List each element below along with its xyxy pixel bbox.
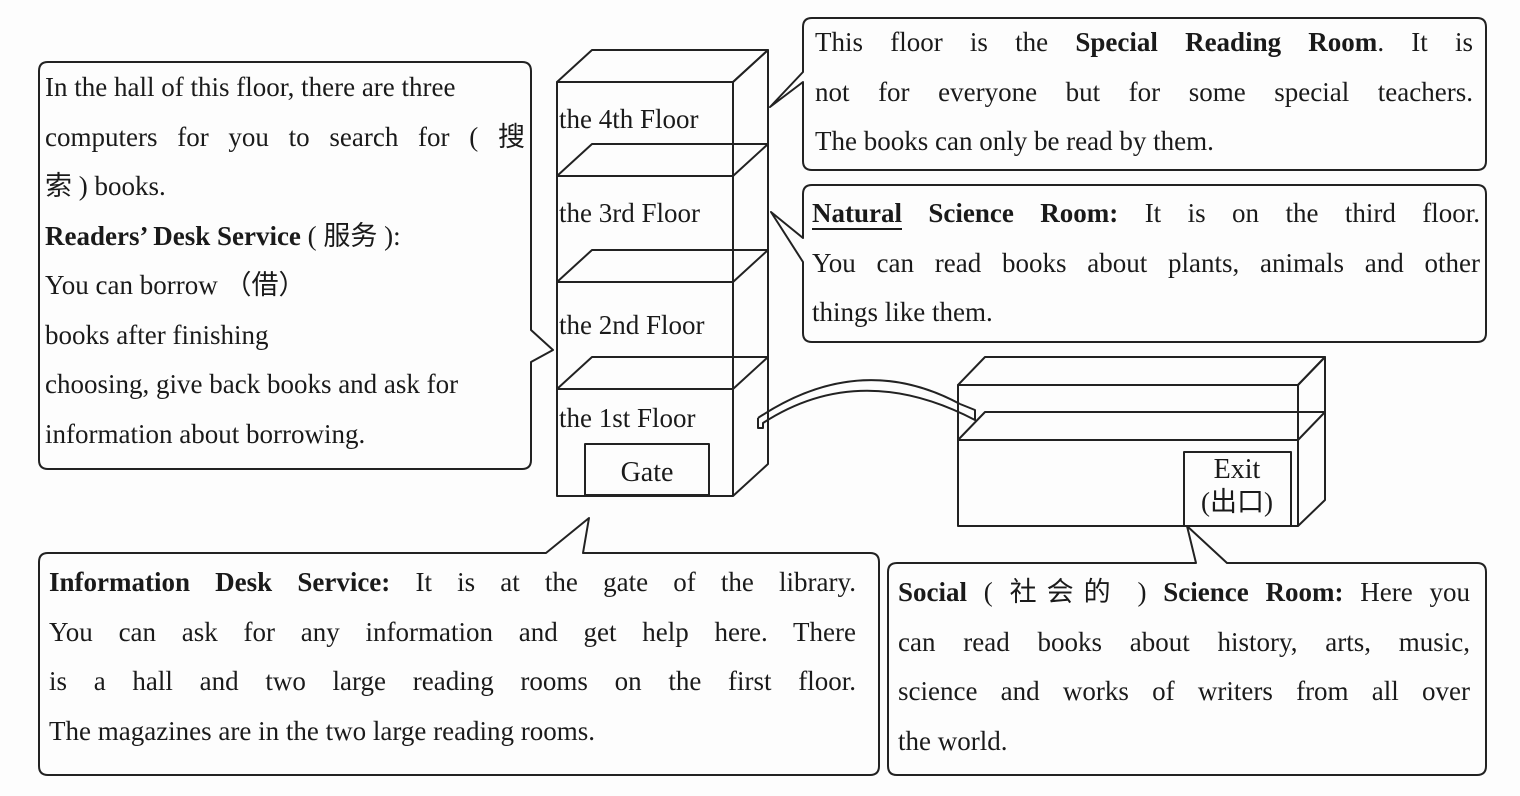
callout-left-border xyxy=(38,61,554,470)
callout-special-reading-room: This floor is the Special Reading Room. … xyxy=(815,18,1473,167)
readers-desk-title: Readers’ Desk Service xyxy=(45,220,301,251)
social-suffix: Here you xyxy=(1343,577,1470,607)
natural-title: Science Room: xyxy=(902,198,1119,228)
special-suffix: . It is xyxy=(1377,27,1473,57)
natural-line-1: Natural Science Room: It is on the third… xyxy=(812,189,1480,239)
readers-line-4: information about borrowing. xyxy=(45,418,366,449)
library-building xyxy=(556,49,769,497)
special-line-1: This floor is the Special Reading Room. … xyxy=(815,18,1473,68)
special-line-3: The books can only be read by them. xyxy=(815,126,1214,156)
callout-social-science-room: Social ( 社会的 ) Science Room: Here you ca… xyxy=(898,568,1470,766)
floor-label-2nd: the 2nd Floor xyxy=(559,310,705,340)
callout-social-border xyxy=(887,525,1487,776)
social-line-4: the world. xyxy=(898,725,1008,756)
callout-information-desk: Information Desk Service: It is at the g… xyxy=(49,558,856,756)
hall-line-2: computers for you to search for ( 搜 xyxy=(45,121,525,152)
exit-label: Exit xyxy=(1214,454,1261,485)
hall-line-1: In the hall of this floor, there are thr… xyxy=(45,72,456,102)
gate-door xyxy=(584,443,710,496)
floor-label-3rd: the 3rd Floor xyxy=(559,198,700,228)
readers-desk-heading: Readers’ Desk Service ( 服务 ): xyxy=(45,212,525,262)
readers-line-1: You can borrow （借） xyxy=(45,270,306,300)
callout-natural-science-room: Natural Science Room: It is on the third… xyxy=(812,189,1480,338)
callout-first-floor-hall: In the hall of this floor, there are thr… xyxy=(45,63,525,459)
social-title-1: Social xyxy=(898,577,968,607)
callout-natural-border xyxy=(770,184,1487,343)
info-line-4: The magazines are in the two large readi… xyxy=(49,715,596,746)
social-line-2: can read books about history, arts, musi… xyxy=(898,626,1470,657)
special-line-2: not for everyone but for some special te… xyxy=(815,76,1473,107)
callout-info-border xyxy=(38,517,880,776)
social-line-1: Social ( 社会的 ) Science Room: Here you xyxy=(898,568,1470,618)
social-title-cn: ( 社会的 ) xyxy=(967,577,1164,607)
exit-label-cn: (出口) xyxy=(1201,487,1273,517)
exit-door xyxy=(1183,451,1292,527)
social-science-building xyxy=(957,356,1326,527)
hall-line-3: 索 ) books. xyxy=(45,171,166,201)
readers-line-2: books after finishing xyxy=(45,319,269,350)
readers-line-3: choosing, give back books and ask for xyxy=(45,369,459,399)
callout-special-border xyxy=(769,17,1487,171)
natural-line-2: You can read books about plants, animals… xyxy=(812,247,1480,278)
social-line-3: science and works of writers from all ov… xyxy=(898,676,1470,706)
special-title: Special Reading Room xyxy=(1075,27,1378,57)
info-title: Information Desk Service: xyxy=(49,567,391,597)
floor-label-4th: the 4th Floor xyxy=(559,104,699,134)
gate-label: Gate xyxy=(621,457,674,488)
natural-suffix: It is on the third floor. xyxy=(1118,198,1480,228)
readers-desk-title-cn: ( 服务 ): xyxy=(300,220,401,251)
info-suffix: It is at the gate of the library. xyxy=(390,567,856,597)
special-prefix: This floor is the xyxy=(815,27,1076,57)
info-line-3: is a hall and two large reading rooms on… xyxy=(49,666,856,696)
natural-line-3: things like them. xyxy=(812,297,993,327)
bridge xyxy=(757,379,976,429)
natural-title-underlined: Natural xyxy=(812,198,902,228)
info-line-2: You can ask for any information and get … xyxy=(49,616,856,647)
social-title-2: Science Room: xyxy=(1163,577,1344,607)
floor-label-1st: the 1st Floor xyxy=(559,403,696,433)
info-line-1: Information Desk Service: It is at the g… xyxy=(49,558,856,608)
